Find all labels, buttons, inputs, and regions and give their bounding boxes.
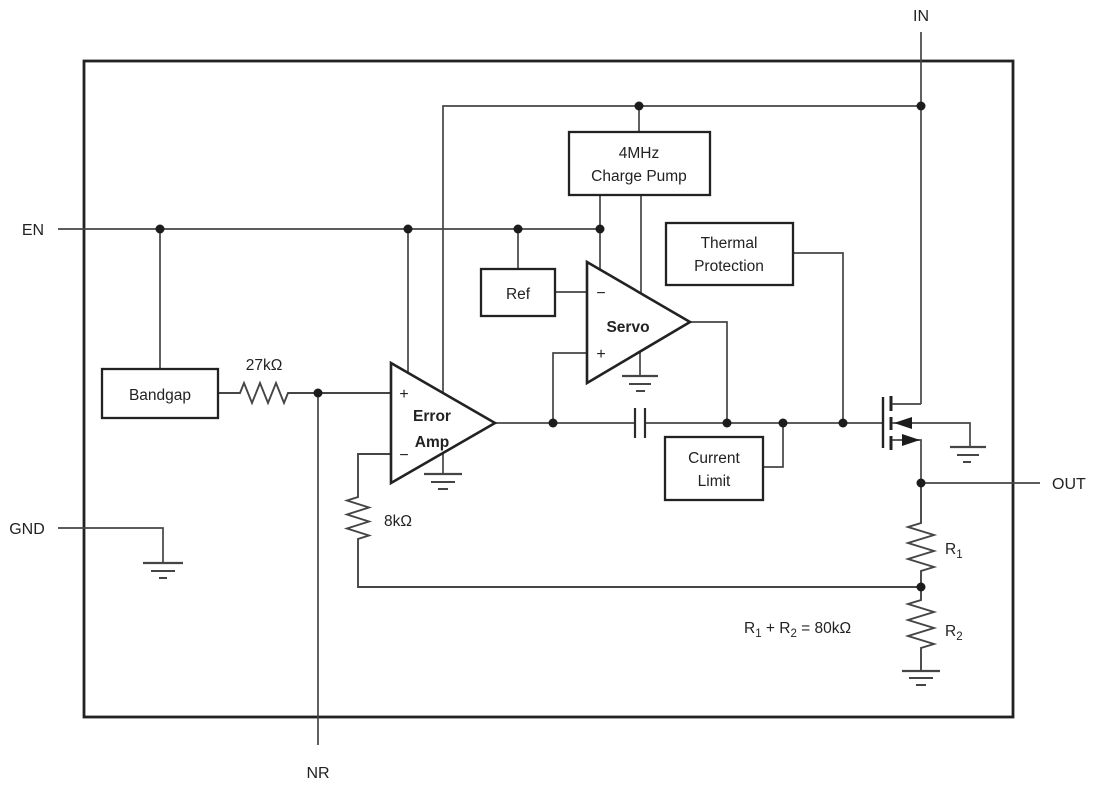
ground-symbol-fet-body bbox=[950, 445, 986, 463]
thermal-label-line2: Protection bbox=[694, 258, 764, 275]
divider-note: R1 + R2 = 80kΩ bbox=[744, 620, 851, 640]
servo-amp-triangle bbox=[585, 259, 693, 386]
r2-wire bbox=[904, 587, 938, 671]
junction-dot bbox=[634, 101, 644, 111]
junction-dot bbox=[916, 101, 926, 111]
junction-dot bbox=[916, 582, 926, 592]
servo-plus-sign: + bbox=[596, 346, 605, 363]
capacitor-symbol bbox=[633, 408, 647, 438]
gnd-pin-wire bbox=[58, 527, 164, 563]
resistor-8k-label: 8kΩ bbox=[384, 513, 412, 530]
bandgap-label: Bandgap bbox=[129, 387, 191, 404]
junction-dot bbox=[595, 224, 605, 234]
junction-dot bbox=[778, 418, 788, 428]
ref-label: Ref bbox=[506, 286, 531, 303]
servo-plus-wire bbox=[552, 352, 587, 423]
wires bbox=[58, 32, 1040, 745]
resistor-r1-label: R1 bbox=[945, 541, 963, 561]
error-amp-label-line2: Amp bbox=[415, 434, 449, 451]
junction-dot bbox=[916, 478, 926, 488]
current-limit-label-line1: Current bbox=[688, 450, 740, 467]
fet-source-stub bbox=[892, 439, 922, 483]
ground-symbol-error-amp bbox=[424, 453, 462, 490]
ground-symbol-servo bbox=[622, 352, 658, 392]
error-amp-minus-sign: − bbox=[399, 447, 408, 464]
thermal-label-line1: Thermal bbox=[701, 235, 758, 252]
pin-label-gnd: GND bbox=[9, 521, 45, 538]
fet-body-stub bbox=[892, 422, 971, 447]
component-labels: 27kΩ 8kΩ R1 R2 R1 + R2 = 80kΩ bbox=[246, 357, 963, 643]
chip-boundary bbox=[82, 59, 1015, 719]
junction-dot bbox=[722, 418, 732, 428]
resistor-27k-label: 27kΩ bbox=[246, 357, 283, 374]
junction-dot bbox=[838, 418, 848, 428]
fet-body-arrow-icon bbox=[894, 417, 912, 429]
current-limit-block: Current Limit bbox=[663, 435, 765, 502]
charge-pump-box bbox=[567, 130, 712, 197]
junction-dot bbox=[513, 224, 523, 234]
servo-output-wire bbox=[690, 321, 728, 423]
pin-label-in: IN bbox=[913, 8, 929, 25]
bandgap-27k-wire bbox=[218, 380, 391, 406]
thermal-protection-block: Thermal Protection bbox=[664, 221, 795, 287]
nmos-pass-transistor bbox=[881, 396, 971, 483]
r1-wire bbox=[904, 483, 938, 587]
pin-label-out: OUT bbox=[1052, 476, 1086, 493]
error-amp-plus-sign: + bbox=[399, 386, 408, 403]
current-limit-label-line2: Limit bbox=[698, 473, 731, 490]
fet-source-arrow-icon bbox=[902, 434, 920, 446]
ref-box bbox=[479, 267, 557, 318]
servo-label: Servo bbox=[606, 319, 649, 336]
junction-dot bbox=[403, 224, 413, 234]
current-limit-wire bbox=[763, 423, 784, 468]
bandgap-block: Bandgap bbox=[100, 367, 220, 420]
error-amp-label-line1: Error bbox=[413, 408, 451, 425]
thermal-output-wire bbox=[793, 252, 844, 423]
junction-dots bbox=[155, 101, 926, 592]
junction-dot bbox=[313, 388, 323, 398]
junction-dot bbox=[155, 224, 165, 234]
servo-minus-sign: − bbox=[596, 285, 605, 302]
charge-pump-block: 4MHz Charge Pump bbox=[567, 130, 712, 197]
current-limit-box bbox=[663, 435, 765, 502]
pin-label-en: EN bbox=[22, 222, 44, 239]
ref-block: Ref bbox=[479, 267, 557, 318]
servo-amp: − Servo + bbox=[585, 259, 693, 386]
feedback-8k-wire bbox=[343, 453, 921, 588]
resistor-r2-label: R2 bbox=[945, 623, 963, 643]
top-supply-rail-wire bbox=[442, 105, 921, 393]
charge-pump-label-line2: Charge Pump bbox=[591, 168, 687, 185]
error-amp: + Error Amp − bbox=[389, 360, 498, 486]
bandgap-box bbox=[100, 367, 220, 420]
pin-labels: IN EN GND OUT NR bbox=[9, 8, 1086, 782]
ground-symbol-gnd-pin bbox=[143, 561, 183, 579]
charge-pump-label-line1: 4MHz bbox=[619, 145, 659, 162]
pin-label-nr: NR bbox=[306, 765, 329, 782]
junction-dot bbox=[548, 418, 558, 428]
error-amp-triangle bbox=[389, 360, 498, 486]
ground-symbol-r2 bbox=[902, 669, 940, 686]
thermal-protection-box bbox=[664, 221, 795, 287]
